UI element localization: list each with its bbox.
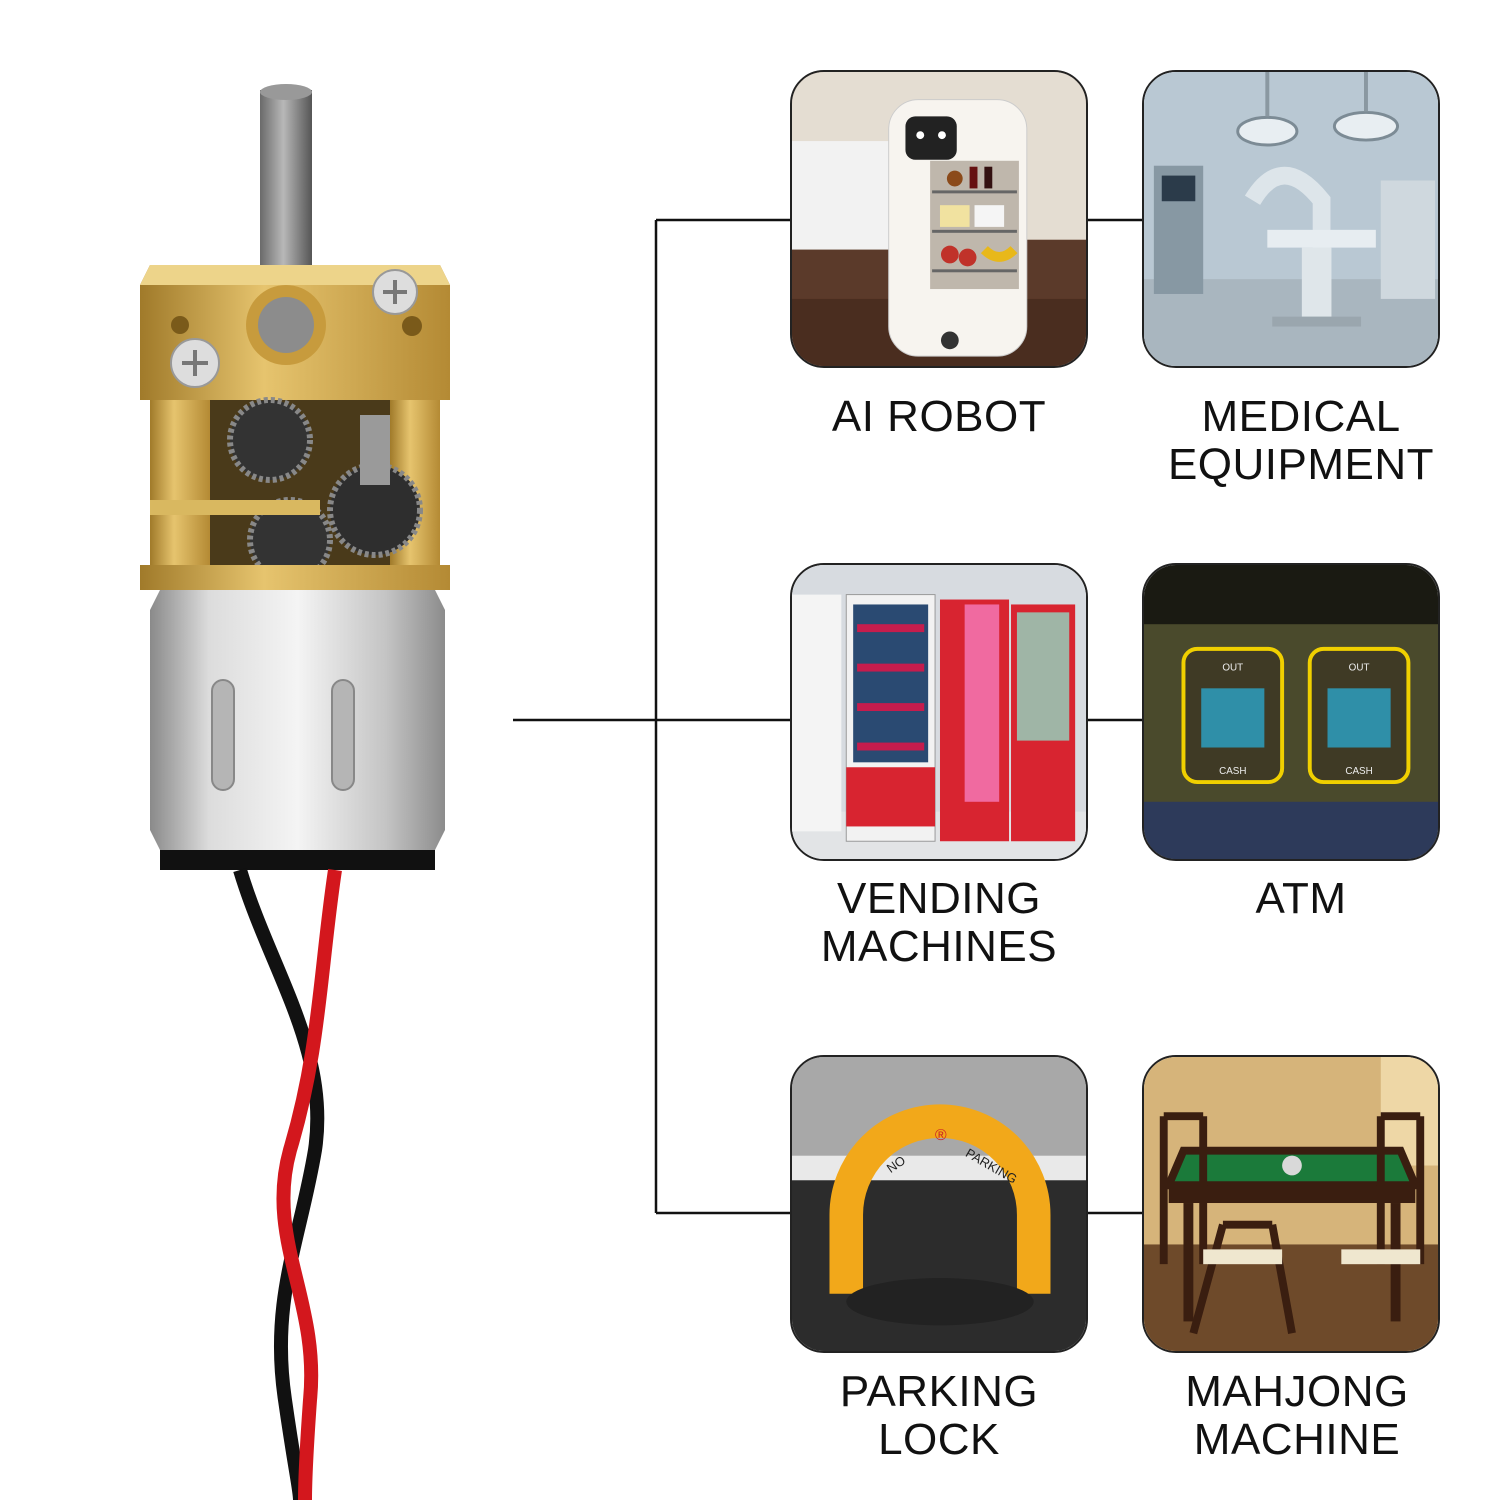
atm-out-text: OUT <box>1222 663 1243 674</box>
parking-lock-image: NO PARKING ® <box>790 1055 1088 1353</box>
vending-machines-image <box>790 563 1088 861</box>
label-line: MEDICAL <box>1201 392 1401 441</box>
label-line: AI ROBOT <box>831 392 1047 441</box>
label-line: LOCK <box>878 1415 1000 1464</box>
parking-sign-mark: ® <box>935 1127 947 1144</box>
ai-robot-image <box>790 70 1088 368</box>
label-vending-machines: VENDING MACHINES <box>759 875 1119 971</box>
label-ai-robot: AI ROBOT <box>759 393 1119 441</box>
label-line: MACHINE <box>1193 1415 1401 1464</box>
medical-equipment-image <box>1142 70 1440 368</box>
label-line: ATM <box>1255 874 1347 923</box>
mahjong-machine-image <box>1142 1055 1440 1353</box>
label-line: PARKING <box>839 1367 1039 1416</box>
gear-motor-illustration <box>140 84 450 1500</box>
label-line: EQUIPMENT <box>1167 440 1435 489</box>
label-mahjong-machine: MAHJONG MACHINE <box>1117 1368 1477 1464</box>
label-medical-equipment: MEDICAL EQUIPMENT <box>1121 393 1481 489</box>
label-atm: ATM <box>1121 875 1481 923</box>
atm-out-text: OUT <box>1349 663 1370 674</box>
atm-cash-text: CASH <box>1345 766 1372 777</box>
label-parking-lock: PARKING LOCK <box>759 1368 1119 1464</box>
atm-cash-text: CASH <box>1219 766 1246 777</box>
label-line: MAHJONG <box>1185 1367 1409 1416</box>
label-line: VENDING <box>837 874 1041 923</box>
label-line: MACHINES <box>820 922 1058 971</box>
atm-image: OUT OUT CASH CASH <box>1142 563 1440 861</box>
